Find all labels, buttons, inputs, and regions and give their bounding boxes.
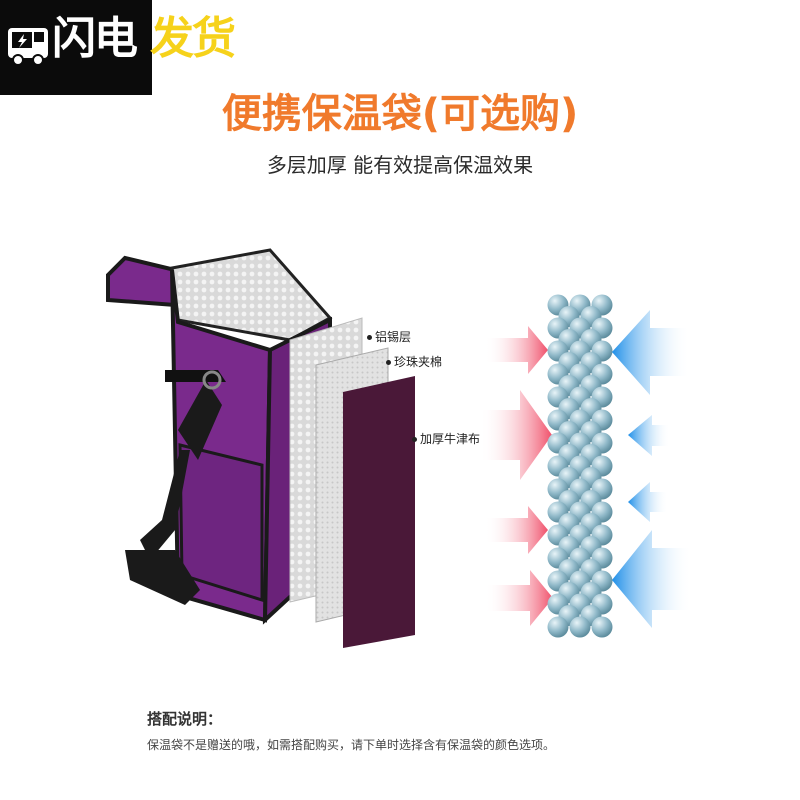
note-heading: 搭配说明： (147, 710, 223, 728)
cold-arrows (612, 310, 692, 628)
page-title: 便携保温袋(可选购) (221, 91, 579, 137)
particle (569, 616, 591, 638)
layer-label-oxford: 加厚牛津布 (412, 431, 480, 447)
note-text: 保温袋不是赠送的哦，如需搭配购买，请下单时选择含有保温袋的颜色选项。 (147, 738, 556, 752)
insulation-particles (547, 294, 613, 638)
badge-word-flash: 闪电 (52, 13, 138, 64)
heat-arrows (480, 326, 553, 626)
insulation-diagram (106, 248, 692, 648)
layer-label-pearl-cotton: 珍珠夹棉 (386, 354, 442, 370)
flash-delivery-badge: 闪电 (0, 0, 152, 95)
particle (591, 616, 613, 638)
badge-word-ship: 发货 (150, 13, 236, 64)
truck-icon (8, 28, 48, 66)
particle (547, 616, 569, 638)
layer-label-foil: 铝锡层 (367, 329, 411, 345)
page-subtitle: 多层加厚 能有效提高保温效果 (266, 153, 534, 177)
oxford-cloth-layer (343, 376, 415, 648)
